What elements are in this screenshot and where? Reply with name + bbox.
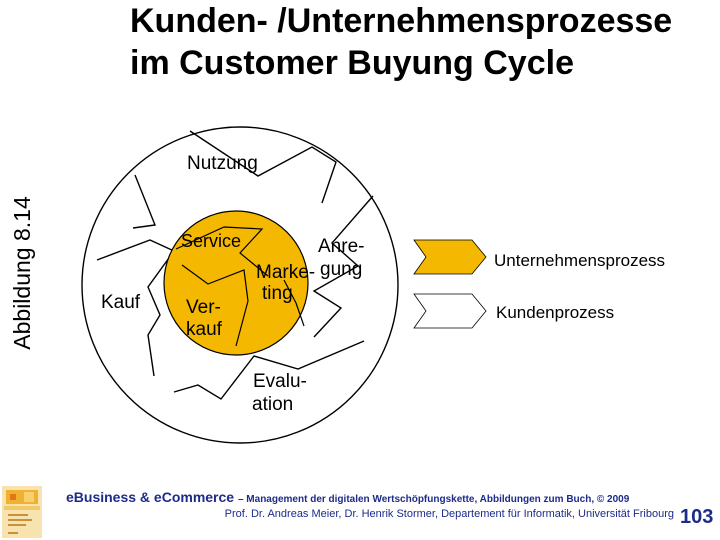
inner-divider-verkauf (181, 264, 249, 347)
label-evaluation-2: ation (252, 394, 294, 415)
label-evaluation-1: Evalu- (253, 371, 307, 392)
inner-divider-service (175, 226, 269, 277)
legend-label-company-process: Unternehmensprozess (494, 251, 666, 270)
footer-book-title: eBusiness & eCommerce – Management der d… (66, 488, 706, 506)
title-line-1: Kunden- /Unternehmensprozesse (130, 2, 673, 40)
footer-subtitle: – Management der digitalen Wertschöpfung… (237, 494, 630, 505)
label-marketing-2: ting (262, 283, 293, 304)
slide-title: Kunden- /Unternehmensprozesse im Custome… (130, 0, 710, 84)
footer-authors: Prof. Dr. Andreas Meier, Dr. Henrik Stor… (224, 508, 674, 520)
label-verkauf-1: Ver- (186, 297, 221, 318)
customer-arrow-kauf (96, 239, 176, 377)
customer-buying-cycle-diagram (81, 126, 487, 444)
label-marketing-1: Marke- (256, 262, 316, 283)
customer-arrow-top-left (132, 174, 156, 229)
footer-brand: eBusiness & eCommerce (66, 489, 235, 505)
title-line-2: im Customer Buyung Cycle (130, 44, 574, 82)
inner-circle (163, 210, 309, 356)
label-anregung-1: Anre- (318, 236, 365, 257)
label-kauf: Kauf (101, 292, 141, 313)
legend-arrow-customer (413, 293, 487, 329)
university-logo (2, 486, 42, 538)
customer-arrow-evaluation (173, 340, 365, 400)
label-verkauf-2: kauf (186, 319, 222, 340)
legend-arrow-company (413, 239, 487, 275)
label-service: Service (181, 231, 242, 251)
page-number: 103 (680, 506, 714, 528)
customer-arrow-anregung (312, 195, 374, 338)
legend-label-customer-process: Kundenprozess (496, 303, 615, 322)
customer-arrow-nutzung (189, 130, 337, 204)
label-anregung-2: gung (320, 259, 363, 280)
inner-divider-marketing (283, 279, 305, 327)
label-nutzung: Nutzung (187, 153, 258, 174)
